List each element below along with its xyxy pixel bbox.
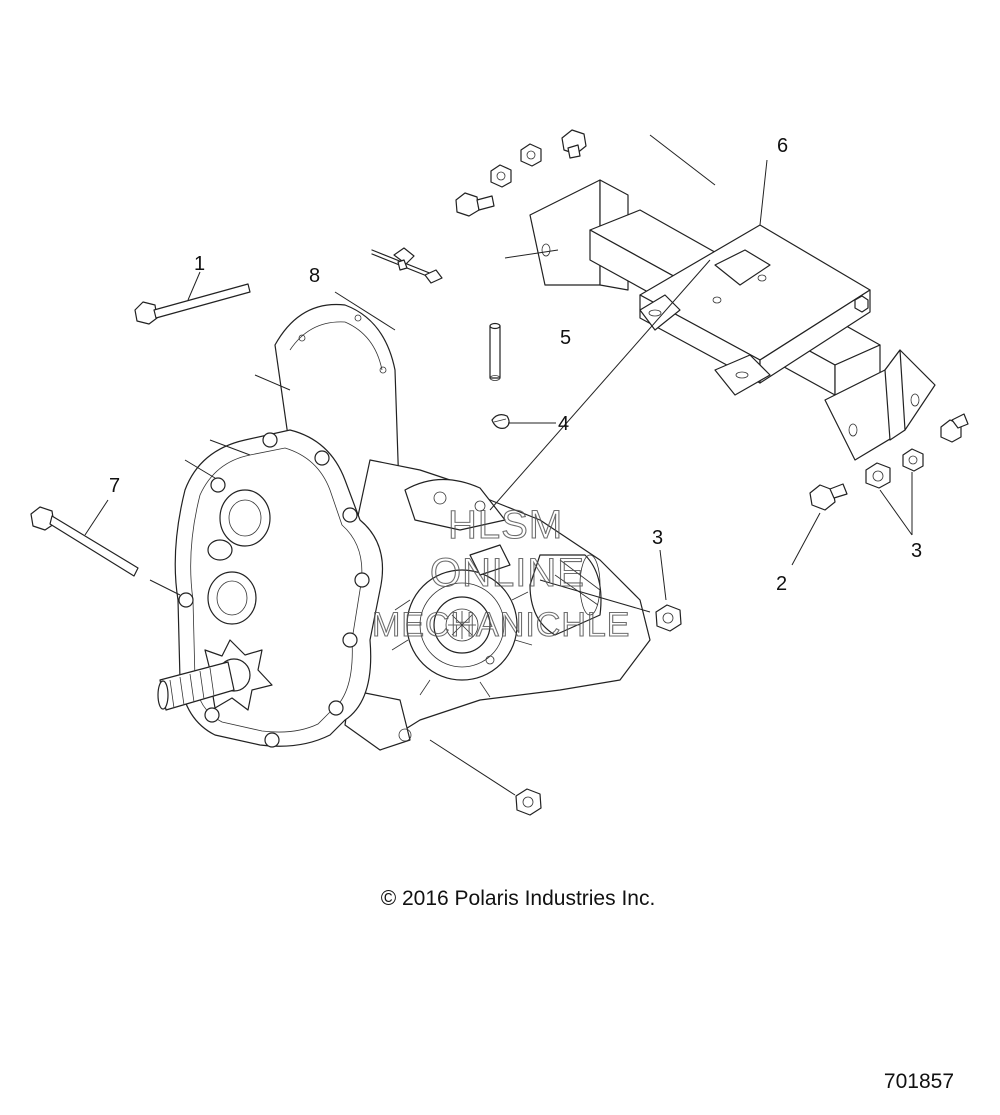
crossmember-bracket: [529, 179, 936, 461]
callout-6: 6: [777, 135, 788, 157]
dowel-pin: [489, 322, 501, 381]
callout-2: 2: [776, 573, 787, 595]
document-number: 701857: [884, 1070, 954, 1093]
watermark-line-2: ONLINE: [430, 551, 585, 595]
nut-bottom: [515, 788, 542, 816]
bracket-bolt-top: [561, 129, 587, 159]
watermark: HLSM ONLINE MECHANICHLE: [371, 502, 630, 644]
bolt-right: [940, 413, 969, 443]
nut-3-center: [655, 604, 682, 632]
nut-top-b: [490, 164, 512, 188]
clip: [491, 414, 510, 429]
bolt-2: [809, 483, 848, 511]
watermark-line-3: MECHANICHLE: [372, 606, 630, 644]
leader-lines: [84, 134, 913, 796]
callout-3-center: 3: [652, 527, 663, 549]
callout-4: 4: [558, 413, 569, 435]
copyright-text: © 2016 Polaris Industries Inc.: [381, 887, 656, 910]
callout-3-right: 3: [911, 540, 922, 562]
callout-1: 1: [194, 253, 205, 275]
callout-8: 8: [309, 265, 320, 287]
gearcase-assembly: [157, 303, 651, 751]
callout-5: 5: [560, 327, 571, 349]
nut-top-a: [520, 143, 542, 167]
long-bolt-1: [134, 283, 251, 325]
nut-3-right-b: [865, 462, 891, 489]
nut-3-right-a: [902, 448, 924, 472]
long-bolt-7: [30, 506, 139, 577]
bolt-top-c: [455, 192, 495, 217]
callout-7: 7: [109, 475, 120, 497]
watermark-line-1: HLSM: [448, 503, 563, 547]
cable-tie: [371, 247, 443, 284]
